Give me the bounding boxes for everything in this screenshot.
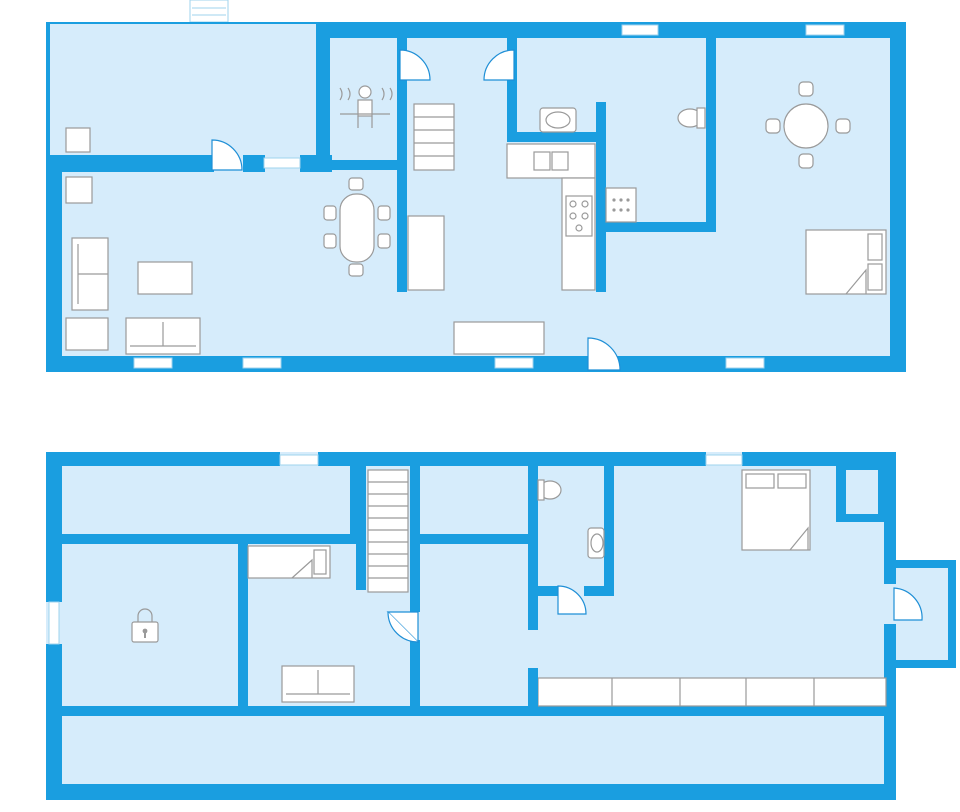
padlock-icon xyxy=(131,608,159,643)
door-swing-icon xyxy=(399,49,431,81)
window-icon xyxy=(279,454,319,466)
window-icon xyxy=(242,357,282,369)
door-swing-icon xyxy=(211,139,243,171)
door-swing-icon xyxy=(893,587,923,621)
upper-floor xyxy=(46,452,956,800)
window-icon xyxy=(725,357,765,369)
window-icon xyxy=(705,454,743,466)
ground-floor-area xyxy=(46,22,906,372)
terrace-box xyxy=(65,127,91,153)
cupboard xyxy=(407,215,445,291)
ground-floor xyxy=(46,0,906,372)
sofa-icon xyxy=(281,665,355,703)
entrance-steps xyxy=(189,0,229,23)
sauna-icon xyxy=(339,85,393,128)
sink-icon xyxy=(539,107,577,133)
armchair xyxy=(65,317,109,351)
stove-icon xyxy=(565,195,593,237)
staircase-icon xyxy=(367,469,409,593)
toilet-icon xyxy=(677,107,706,129)
wardrobe-row xyxy=(537,677,887,707)
bench xyxy=(453,321,545,355)
window-icon xyxy=(805,24,845,36)
window-icon xyxy=(621,24,659,36)
window-icon xyxy=(133,357,173,369)
sink-icon xyxy=(587,527,605,559)
staircase-icon xyxy=(413,103,455,171)
window-icon xyxy=(494,357,534,369)
dining-table-icon xyxy=(323,177,391,277)
double-bed-icon xyxy=(741,469,811,551)
coffee-table xyxy=(137,261,193,295)
door-swing-icon xyxy=(483,49,515,81)
round-table-icon xyxy=(765,81,851,169)
single-bed-icon xyxy=(247,545,331,579)
side-table xyxy=(65,176,93,204)
window-icon xyxy=(48,601,60,645)
door-swing-icon xyxy=(587,337,621,371)
shower-icon xyxy=(605,187,637,223)
door-swing-icon xyxy=(557,585,587,615)
window-icon xyxy=(263,157,301,169)
toilet-icon xyxy=(537,479,562,501)
double-bed-icon xyxy=(805,229,887,295)
